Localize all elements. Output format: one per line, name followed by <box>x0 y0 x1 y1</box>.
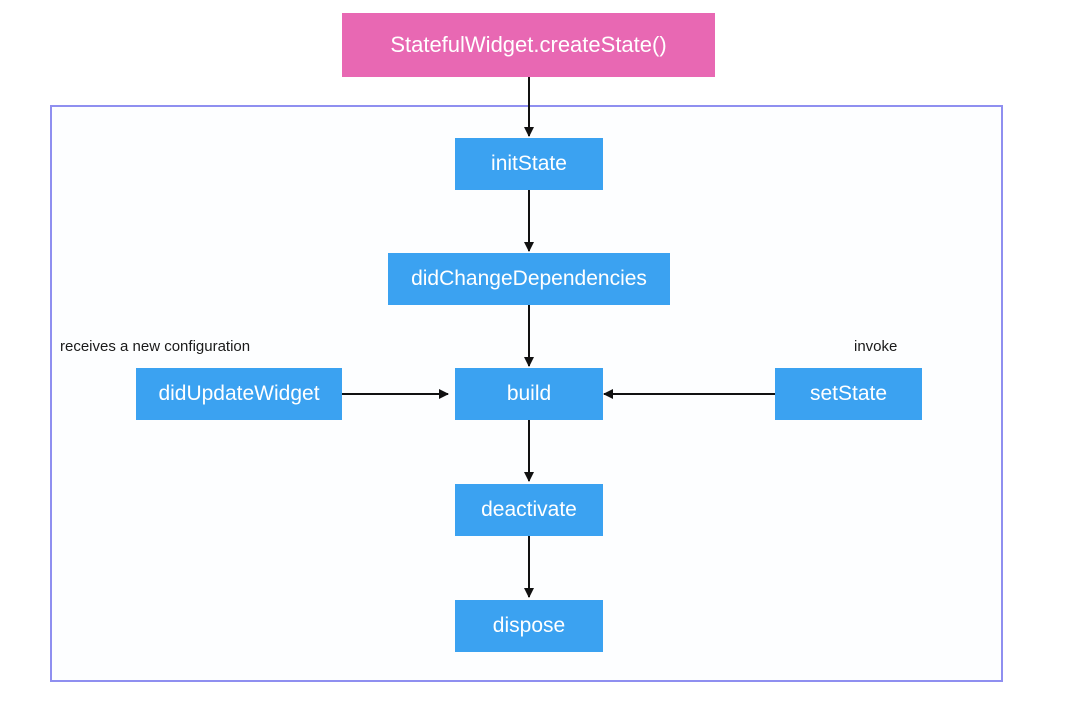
node-init-state: initState <box>455 138 603 190</box>
label-receives-new-configuration: receives a new configuration <box>60 338 251 355</box>
node-set-state: setState <box>775 368 922 420</box>
node-dispose: dispose <box>455 600 603 652</box>
node-did-change-dependencies: didChangeDependencies <box>388 253 670 305</box>
node-build: build <box>455 368 603 420</box>
node-did-update-widget: didUpdateWidget <box>136 368 342 420</box>
node-deactivate: deactivate <box>455 484 603 536</box>
label-invoke: invoke <box>854 338 898 355</box>
node-create-state: StatefulWidget.createState() <box>342 13 715 77</box>
